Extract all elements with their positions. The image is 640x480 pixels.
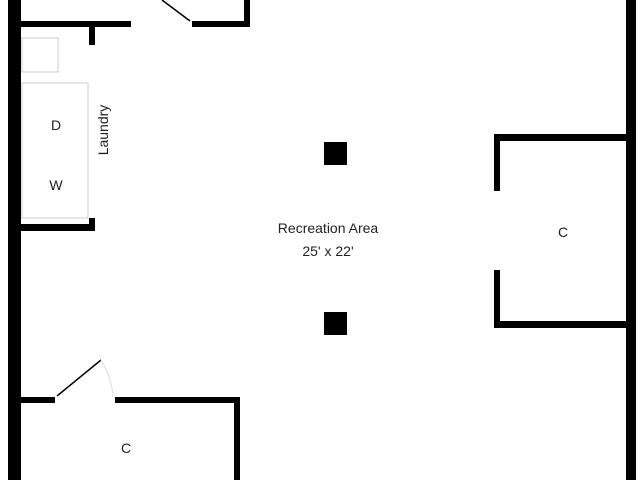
column-upper [324,142,347,165]
fixtures [21,37,89,219]
top-wall-left [20,21,131,27]
doors [56,0,191,398]
closet-bottom-left-label: C [121,440,131,456]
closet-bl-top-wall-left [20,397,55,403]
left-outer-wall [8,0,21,480]
washer-label: W [49,177,63,193]
column-lower [324,312,347,335]
closet-right-label: C [558,224,568,240]
laundry-label: Laundry [95,105,111,156]
door-closet-bottom-left[interactable] [56,359,102,397]
closet-right-bottom-wall [494,321,626,328]
closet-right-top-wall [494,134,626,141]
top-room-side-wall [244,0,250,27]
washer-dryer-unit [21,82,89,219]
door-top[interactable] [161,0,191,22]
closet-right-lower-side [494,270,500,328]
closet-bl-top-wall-right [115,397,240,403]
closet-bl-side-wall [234,397,240,480]
right-outer-wall [626,0,636,480]
laundry-sink [21,37,59,73]
walls [8,0,636,480]
laundry-bottom-stub [89,218,95,231]
door-swing-arc [100,359,114,398]
laundry-bottom-wall [20,224,95,231]
closet-right-upper-side [494,134,500,191]
laundry-top-stub [89,27,95,45]
top-wall-right [192,21,250,27]
recreation-area-dimensions: 25' x 22' [302,243,353,259]
recreation-area-label: Recreation Area [278,220,379,236]
dryer-label: D [51,117,61,133]
